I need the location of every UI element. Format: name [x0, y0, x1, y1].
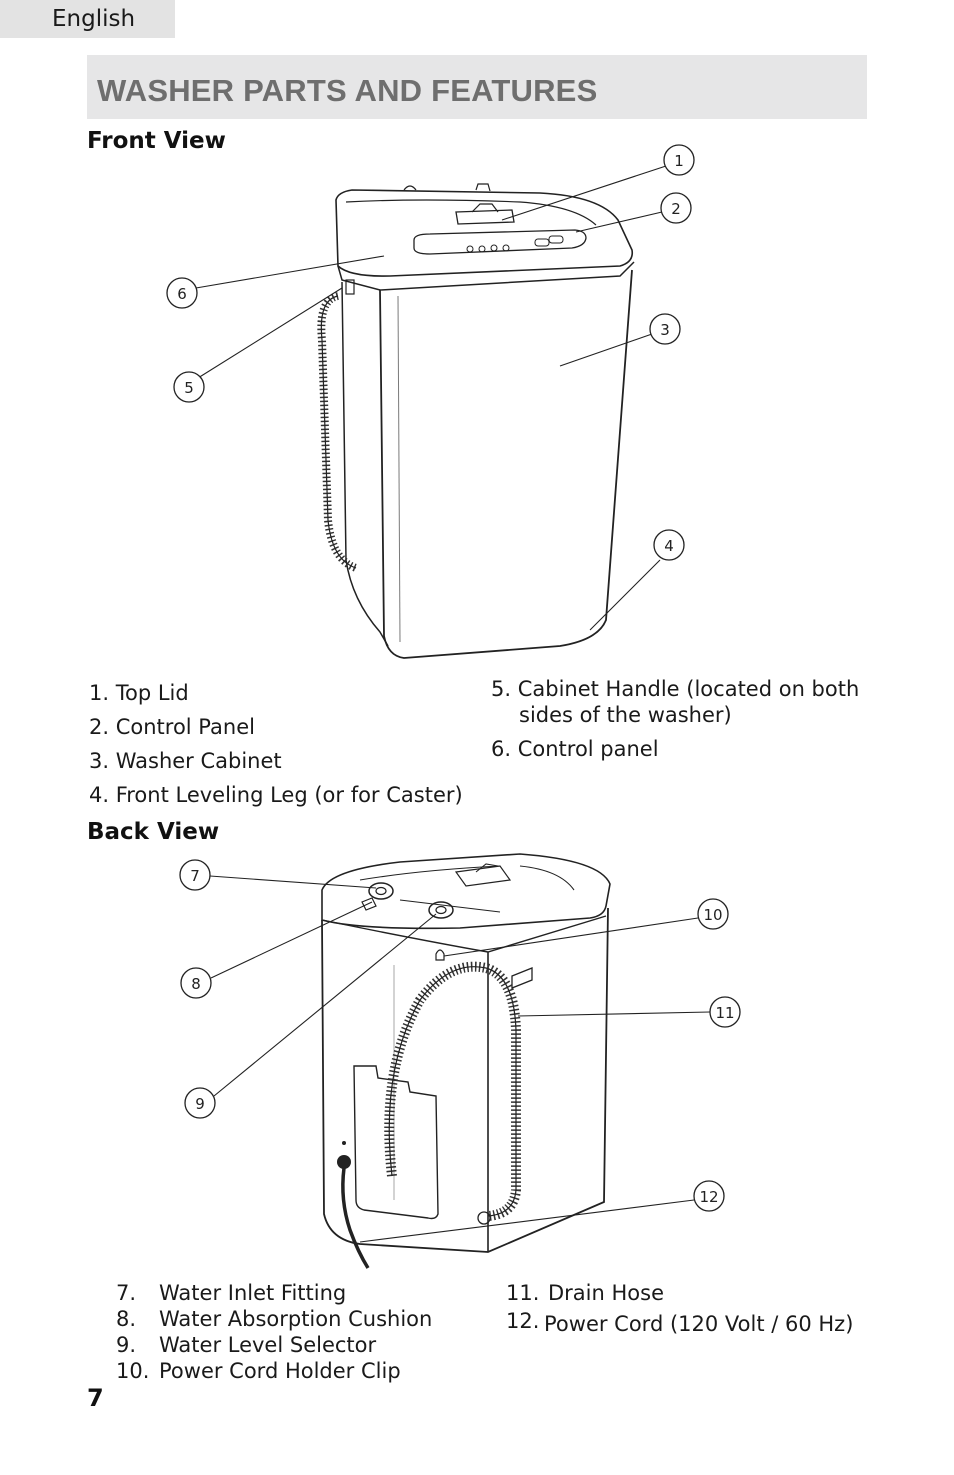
item-number: 10. — [116, 1359, 150, 1383]
list-item: 12. Power Cord (120 Volt / 60 Hz) — [506, 1308, 854, 1336]
drain-hose — [384, 961, 521, 1221]
callout-12: 12 — [699, 1188, 718, 1206]
item-number: 7. — [116, 1281, 137, 1305]
callout-10: 10 — [703, 906, 722, 924]
front-parts-list-right: 5. Cabinet Handle (located on both sides… — [491, 676, 859, 762]
callout-2: 2 — [671, 200, 681, 218]
list-item: 10. Power Cord Holder Clip — [116, 1358, 432, 1384]
list-item: 11. Drain Hose — [506, 1280, 853, 1306]
control-panel — [413, 229, 587, 255]
callout-5: 5 — [184, 379, 194, 397]
power-cord-holder-clip — [435, 949, 445, 961]
drain-hose-side — [317, 292, 358, 572]
list-item: 5. Cabinet Handle (located on both — [491, 677, 860, 701]
washer-cabinet — [321, 907, 609, 1253]
cabinet-handle — [345, 279, 355, 295]
item-number: 11. — [506, 1281, 540, 1305]
list-item: 1. Top Lid — [89, 681, 189, 705]
section-title-bar: WASHER PARTS AND FEATURES — [87, 55, 867, 119]
list-item: 2. Control Panel — [89, 715, 255, 739]
list-item: 6. Control panel — [491, 737, 659, 761]
callout-4: 4 — [664, 537, 674, 555]
item-number: 9. — [116, 1333, 137, 1357]
water-absorption-cushion — [353, 1065, 439, 1220]
item-label: Water Inlet Fitting — [159, 1281, 347, 1305]
list-item: 7. Water Inlet Fitting — [116, 1280, 432, 1306]
item-label: Power Cord (120 Volt / 60 Hz) — [544, 1312, 854, 1336]
item-label: Drain Hose — [548, 1281, 664, 1305]
list-item: 8. Water Absorption Cushion — [116, 1306, 432, 1332]
item-label: Water Absorption Cushion — [159, 1307, 433, 1331]
list-item: 3. Washer Cabinet — [89, 749, 282, 773]
list-item: 4. Front Leveling Leg (or for Caster) — [89, 783, 463, 807]
back-parts-list-left: 7. Water Inlet Fitting 8. Water Absorpti… — [116, 1280, 432, 1384]
power-cord — [341, 1167, 370, 1269]
section-title: WASHER PARTS AND FEATURES — [97, 73, 598, 108]
item-number: 12. — [506, 1309, 540, 1333]
list-item-continued: sides of the washer) — [519, 703, 732, 727]
item-number: 8. — [116, 1307, 137, 1331]
list-item: 9. Water Level Selector — [116, 1332, 432, 1358]
callout-9: 9 — [195, 1095, 205, 1113]
front-view-heading: Front View — [87, 128, 226, 154]
water-inlet-fitting — [368, 882, 394, 900]
callout-1: 1 — [674, 152, 684, 170]
callout-6: 6 — [177, 285, 187, 303]
callout-7: 7 — [190, 867, 200, 885]
top-lid — [321, 853, 611, 930]
language-label: English — [52, 6, 136, 32]
page-number: 7 — [87, 1384, 104, 1412]
callout-3: 3 — [660, 321, 670, 339]
top-lid — [335, 189, 634, 277]
callout-11: 11 — [715, 1004, 734, 1022]
back-view-heading: Back View — [87, 819, 220, 845]
front-parts-list-left: 1. Top Lid 2. Control Panel 3. Washer Ca… — [89, 676, 463, 812]
language-tab: English — [0, 0, 175, 38]
water-level-selector — [428, 901, 454, 919]
front-view-diagram: 1 2 3 4 5 6 — [166, 144, 695, 659]
power-cord-outlet — [337, 1155, 351, 1169]
callout-8: 8 — [191, 975, 201, 993]
back-parts-list-right: 11. Drain Hose 12. Power Cord (120 Volt … — [506, 1280, 854, 1336]
back-view-diagram: 7 8 9 10 11 12 — [179, 853, 741, 1269]
item-label: Water Level Selector — [159, 1333, 377, 1357]
item-label: Power Cord Holder Clip — [159, 1359, 401, 1383]
